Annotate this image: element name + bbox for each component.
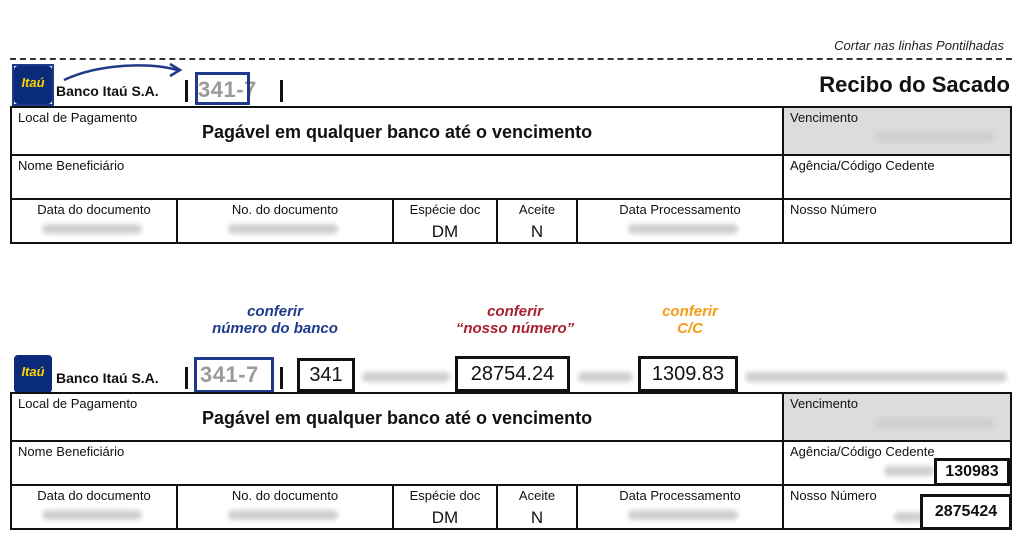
- aceite-value: N: [530, 508, 544, 527]
- annotation-line: conferir: [662, 303, 718, 320]
- bank-code-highlight: [194, 357, 274, 393]
- logo-highlight: [12, 64, 54, 106]
- barcode-cc: 1309.83: [638, 356, 738, 392]
- itau-logo: Itaú: [14, 66, 52, 104]
- row-beneficiario: Nome Beneficiário Agência/Código Cedente…: [12, 442, 1010, 486]
- cut-instruction: Cortar nas linhas Pontilhadas: [834, 38, 1004, 53]
- blurred-value: [362, 372, 450, 382]
- especie-label: Espécie doc: [409, 202, 481, 217]
- annotation-line: C/C: [677, 320, 703, 337]
- row-documento: Data do documento No. do documento Espéc…: [12, 486, 1012, 530]
- annotation-nosso-numero: conferir “nosso número”: [420, 303, 610, 337]
- row-local: Local de Pagamento Pagável em qualquer b…: [12, 394, 1010, 442]
- blurred-value: [874, 418, 994, 428]
- beneficiario-label: Nome Beneficiário: [18, 158, 125, 173]
- logo-text: Itaú: [21, 364, 45, 379]
- annotation-cc: conferir C/C: [630, 303, 750, 337]
- itau-logo: Itaú: [14, 355, 52, 393]
- bank-name: Banco Itaú S.A.: [56, 370, 159, 386]
- data-proc-label: Data Processamento: [619, 488, 741, 503]
- nosso-numero-label: Nosso Número: [790, 202, 877, 217]
- bank-name: Banco Itaú S.A.: [56, 83, 159, 99]
- nosso-numero-label: Nosso Número: [790, 488, 877, 503]
- agencia-label: Agência/Código Cedente: [790, 444, 935, 459]
- logo-text: Itaú: [21, 75, 45, 90]
- slip-bottom: Local de Pagamento Pagável em qualquer b…: [10, 392, 1012, 530]
- barcode-nosso-numero: 28754.24: [455, 356, 570, 392]
- bank-code: 341-7: [198, 77, 257, 102]
- aceite-label: Aceite: [518, 202, 556, 217]
- local-label: Local de Pagamento: [18, 110, 138, 125]
- local-label: Local de Pagamento: [18, 396, 138, 411]
- annotation-line: “nosso número”: [455, 320, 575, 337]
- no-doc-label: No. do documento: [231, 488, 339, 503]
- aceite-value: N: [530, 222, 544, 241]
- separator-bar: [280, 80, 283, 102]
- blurred-value: [745, 372, 1007, 382]
- annotation-line: conferir: [247, 303, 303, 320]
- blurred-value: [578, 372, 633, 382]
- blurred-value: [228, 510, 338, 520]
- blurred-value: [228, 224, 338, 234]
- local-value: Pagável em qualquer banco até o vencimen…: [201, 122, 593, 142]
- cut-line-top: [10, 58, 1012, 60]
- no-doc-label: No. do documento: [231, 202, 339, 217]
- blurred-value: [884, 466, 934, 476]
- blurred-value: [42, 510, 142, 520]
- row-documento: Data do documento No. do documento Espéc…: [12, 200, 1010, 244]
- annotation-bank-number: conferir número do banco: [185, 303, 365, 337]
- barcode-bank-prefix: 341: [297, 358, 355, 392]
- data-doc-label: Data do documento: [37, 488, 151, 503]
- vencimento-label: Vencimento: [790, 110, 858, 125]
- especie-value: DM: [431, 508, 459, 527]
- separator-bar: [280, 367, 283, 389]
- agencia-label: Agência/Código Cedente: [790, 158, 935, 173]
- separator-bar: [185, 367, 188, 389]
- vencimento-label: Vencimento: [790, 396, 858, 411]
- especie-value: DM: [431, 222, 459, 241]
- separator-bar: [185, 80, 188, 102]
- especie-label: Espécie doc: [409, 488, 481, 503]
- annotation-line: conferir: [487, 303, 543, 320]
- annotation-line: número do banco: [212, 320, 338, 337]
- bank-code-highlight: [195, 72, 250, 105]
- bank-code: 341-7: [200, 362, 259, 387]
- arrow-icon: [63, 62, 183, 82]
- blurred-value: [628, 510, 738, 520]
- blurred-value: [894, 512, 924, 522]
- aceite-label: Aceite: [518, 488, 556, 503]
- blurred-value: [874, 132, 994, 142]
- data-proc-label: Data Processamento: [619, 202, 741, 217]
- receipt-title: Recibo do Sacado: [819, 72, 1010, 97]
- row-local: Local de Pagamento Pagável em qualquer b…: [12, 108, 1010, 156]
- row-beneficiario: Nome Beneficiário Agência/Código Cedente: [12, 156, 1010, 200]
- slip-top: Local de Pagamento Pagável em qualquer b…: [10, 106, 1012, 244]
- agencia-highlight: 130983: [934, 458, 1010, 486]
- nosso-numero-highlight: 2875424: [920, 494, 1012, 530]
- local-value: Pagável em qualquer banco até o vencimen…: [201, 408, 593, 428]
- blurred-value: [628, 224, 738, 234]
- beneficiario-label: Nome Beneficiário: [18, 444, 125, 459]
- blurred-value: [42, 224, 142, 234]
- data-doc-label: Data do documento: [37, 202, 151, 217]
